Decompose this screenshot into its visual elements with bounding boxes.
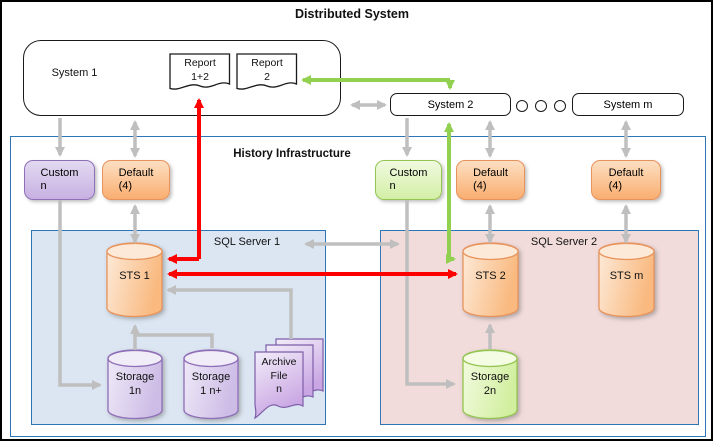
systemm-label: System m	[603, 98, 653, 111]
cylinder-icon	[462, 242, 519, 318]
sql-server-1-label: SQL Server 1	[213, 236, 281, 248]
ellipsis-dot-icon	[554, 100, 566, 112]
diagram-title: Distributed System	[295, 7, 409, 21]
default-4-box-left: Default (4)	[102, 160, 170, 200]
systemm-box: System m	[572, 93, 684, 116]
report-1-2-document: Report 1+2	[169, 53, 231, 96]
ellipsis-dot-icon	[535, 100, 547, 112]
cylinder-icon	[106, 242, 163, 318]
cylinder-icon	[462, 349, 518, 420]
stsm-cylinder: STS m	[598, 242, 655, 318]
sts1-cylinder: STS 1	[106, 242, 163, 318]
storage-2n-label: Storage 2n	[470, 371, 510, 397]
report-2-label: Report 2	[251, 57, 283, 83]
storage-1n-label: Storage 1n	[115, 371, 155, 397]
sts1-label: STS 1	[119, 270, 150, 282]
default-4-right-label: Default (4)	[608, 166, 644, 192]
history-infrastructure-label: History Infrastructure	[233, 148, 351, 160]
custom-n-box-left: Custom n	[24, 160, 95, 200]
stacked-documents-icon	[253, 338, 324, 420]
system1-label: System 1	[51, 67, 98, 79]
custom-n-right-label: Custom n	[389, 166, 428, 192]
system2-label: System 2	[427, 98, 474, 111]
report-1-2-label: Report 1+2	[184, 57, 216, 83]
cylinder-icon	[107, 349, 163, 420]
custom-n-box-right: Custom n	[375, 160, 442, 200]
archive-file-label: Archive File n	[261, 356, 297, 396]
storage-2n-cylinder: Storage 2n	[462, 349, 518, 420]
storage-1np-cylinder: Storage 1 n+	[183, 349, 239, 420]
default-4-box-right: Default (4)	[591, 160, 661, 200]
storage-1np-label: Storage 1 n+	[191, 371, 231, 397]
default-4-left-label: Default (4)	[118, 166, 154, 192]
default-4-box-middle: Default (4)	[456, 160, 525, 200]
document-icon	[236, 53, 298, 90]
stsm-label: STS m	[609, 270, 644, 282]
report-2-document: Report 2	[236, 53, 298, 96]
document-icon	[169, 53, 231, 90]
archive-file-stack: Archive File n	[253, 338, 325, 422]
sql-server-2-label: SQL Server 2	[530, 236, 598, 248]
sts2-cylinder: STS 2	[462, 242, 519, 318]
storage-1n-cylinder: Storage 1n	[107, 349, 163, 420]
system2-box: System 2	[390, 93, 511, 116]
cylinder-icon	[183, 349, 239, 420]
sts2-label: STS 2	[475, 270, 506, 282]
ellipsis-dot-icon	[516, 100, 528, 112]
default-4-middle-label: Default (4)	[473, 166, 508, 192]
custom-n-left-label: Custom n	[40, 166, 79, 192]
